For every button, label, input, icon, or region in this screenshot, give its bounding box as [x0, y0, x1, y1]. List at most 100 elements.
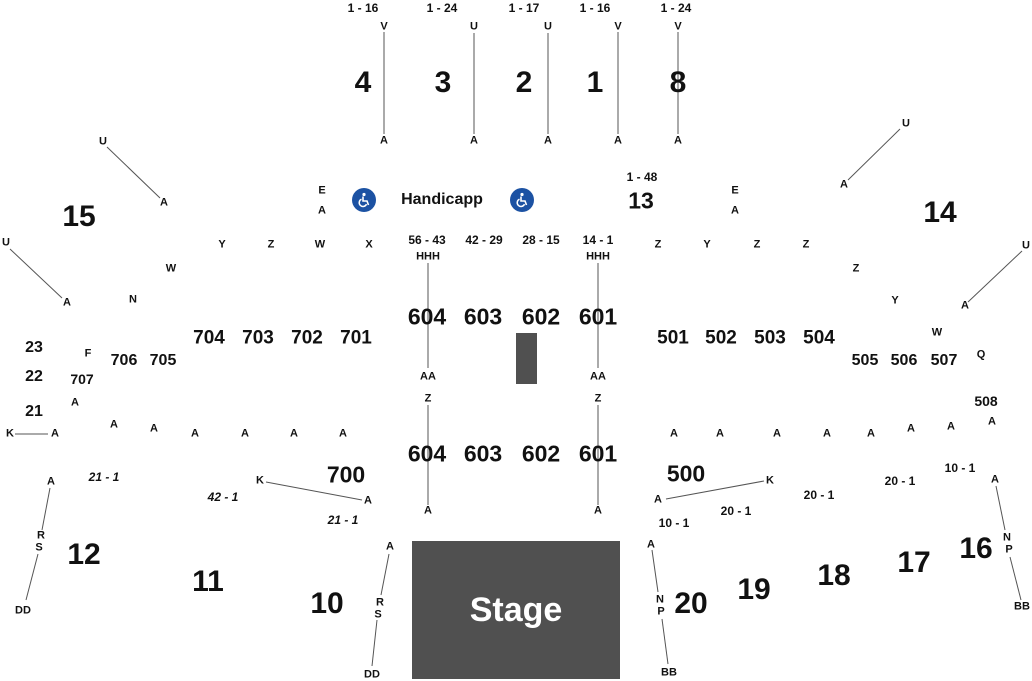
section-21[interactable]: 21: [25, 403, 43, 420]
section-3[interactable]: 3: [434, 66, 452, 99]
row-w-left: W: [314, 238, 326, 251]
row-a-508: A: [988, 415, 996, 428]
section-16-row-bb: BB: [1014, 600, 1030, 613]
section-502[interactable]: 502: [705, 327, 737, 349]
row-w-right: W: [931, 326, 943, 339]
section-19[interactable]: 19: [737, 573, 771, 606]
section-14[interactable]: 14: [923, 196, 957, 229]
section-15[interactable]: 15: [62, 200, 96, 233]
section-505[interactable]: 505: [851, 352, 879, 369]
section-20-row-p: P: [657, 605, 665, 618]
section-13[interactable]: 13: [628, 187, 654, 214]
section-16-row-p: P: [1005, 543, 1013, 556]
section-12[interactable]: 12: [67, 538, 101, 571]
section-2[interactable]: 2: [515, 66, 533, 99]
corner-left-row-a: A: [63, 296, 71, 309]
section-601-lower[interactable]: 601: [578, 440, 618, 467]
section-17[interactable]: 17: [897, 546, 931, 579]
section-20-row-bb: BB: [661, 666, 677, 679]
section-501[interactable]: 501: [657, 327, 689, 349]
section-16-row-a: A: [991, 473, 999, 486]
floor-range-4: 14 - 1: [582, 233, 614, 247]
handicap-right-row-a: A: [731, 204, 739, 217]
seat-range-21-left: 21 - 1: [88, 470, 120, 484]
row-a-504: A: [823, 427, 831, 440]
section-16[interactable]: 16: [959, 532, 993, 565]
section-2-seat-range: 1 - 17: [508, 1, 540, 15]
section-707[interactable]: 707: [70, 371, 94, 387]
section-23[interactable]: 23: [25, 339, 43, 356]
section-604-upper[interactable]: 604: [407, 303, 447, 330]
seat-range-10-right: 10 - 1: [944, 461, 976, 475]
row-x-left: X: [365, 238, 373, 251]
section-3-top-row: U: [470, 20, 478, 33]
section-8-seat-range: 1 - 24: [660, 1, 692, 15]
section-10-row-a: A: [386, 540, 394, 553]
section-21-row-k: K: [6, 427, 14, 440]
section-8[interactable]: 8: [669, 66, 687, 99]
row-a-701: A: [339, 427, 347, 440]
row-a-502: A: [716, 427, 724, 440]
stage-label: Stage: [469, 590, 563, 629]
section-504[interactable]: 504: [803, 327, 835, 349]
section-704[interactable]: 704: [193, 327, 225, 349]
section-506[interactable]: 506: [890, 352, 918, 369]
section-1-top-row: V: [614, 20, 622, 33]
section-703[interactable]: 703: [242, 327, 274, 349]
section-4-bottom-row: A: [380, 134, 388, 147]
corner-left-row-u: U: [2, 236, 10, 249]
section-503[interactable]: 503: [754, 327, 786, 349]
seat-range-10-left: 10 - 1: [658, 516, 690, 530]
corner-right-row-u: U: [1022, 239, 1030, 252]
section-705[interactable]: 705: [149, 352, 177, 369]
seat-range-20-b: 20 - 1: [803, 488, 835, 502]
seat-range-21-center: 21 - 1: [327, 513, 359, 527]
floor-left-row-a: A: [424, 504, 432, 517]
section-11[interactable]: 11: [192, 565, 224, 598]
section-603-lower[interactable]: 603: [463, 440, 503, 467]
section-603-upper[interactable]: 603: [463, 303, 503, 330]
floor-right-row-a: A: [594, 504, 602, 517]
section-507[interactable]: 507: [930, 352, 958, 369]
section-702[interactable]: 702: [291, 327, 323, 349]
section-508[interactable]: 508: [974, 393, 998, 409]
section-10-row-dd: DD: [364, 668, 380, 681]
floor-range-2: 42 - 29: [465, 233, 503, 247]
row-n-left: N: [129, 293, 137, 306]
section-500[interactable]: 500: [666, 460, 706, 487]
row-a-707: A: [71, 396, 79, 409]
section-601-upper[interactable]: 601: [578, 303, 618, 330]
section-706[interactable]: 706: [110, 352, 138, 369]
row-z-left: Z: [267, 238, 275, 251]
section-10[interactable]: 10: [310, 587, 344, 620]
row-a-704: A: [191, 427, 199, 440]
handicap-label: Handicapp: [401, 191, 483, 208]
section-22[interactable]: 22: [25, 368, 43, 385]
section-13-seat-range: 1 - 48: [626, 170, 658, 184]
row-a-706: A: [110, 418, 118, 431]
section-12-row-s: S: [35, 541, 43, 554]
section-16-row-n: N: [1003, 531, 1011, 544]
section-701[interactable]: 701: [340, 327, 372, 349]
floor-left-row-aa: AA: [420, 370, 436, 383]
section-602-upper[interactable]: 602: [521, 303, 561, 330]
row-a-703: A: [241, 427, 249, 440]
stage[interactable]: Stage: [412, 541, 620, 679]
floor-left-row-z: Z: [424, 392, 432, 405]
floor-range-1: 56 - 43: [408, 233, 446, 247]
section-20[interactable]: 20: [674, 587, 708, 620]
section-602-lower[interactable]: 602: [521, 440, 561, 467]
section-700[interactable]: 700: [326, 461, 366, 488]
section-20-row-a: A: [647, 538, 655, 551]
section-18[interactable]: 18: [817, 559, 851, 592]
section-4-seat-range: 1 - 16: [347, 1, 379, 15]
row-y-far-right: Y: [891, 294, 899, 307]
section-4[interactable]: 4: [354, 66, 372, 99]
handicap-left-row-a: A: [318, 204, 326, 217]
section-1[interactable]: 1: [586, 66, 604, 99]
section-500-row-a: A: [654, 493, 662, 506]
section-604-lower[interactable]: 604: [407, 440, 447, 467]
section-700-row-a: A: [364, 494, 372, 507]
